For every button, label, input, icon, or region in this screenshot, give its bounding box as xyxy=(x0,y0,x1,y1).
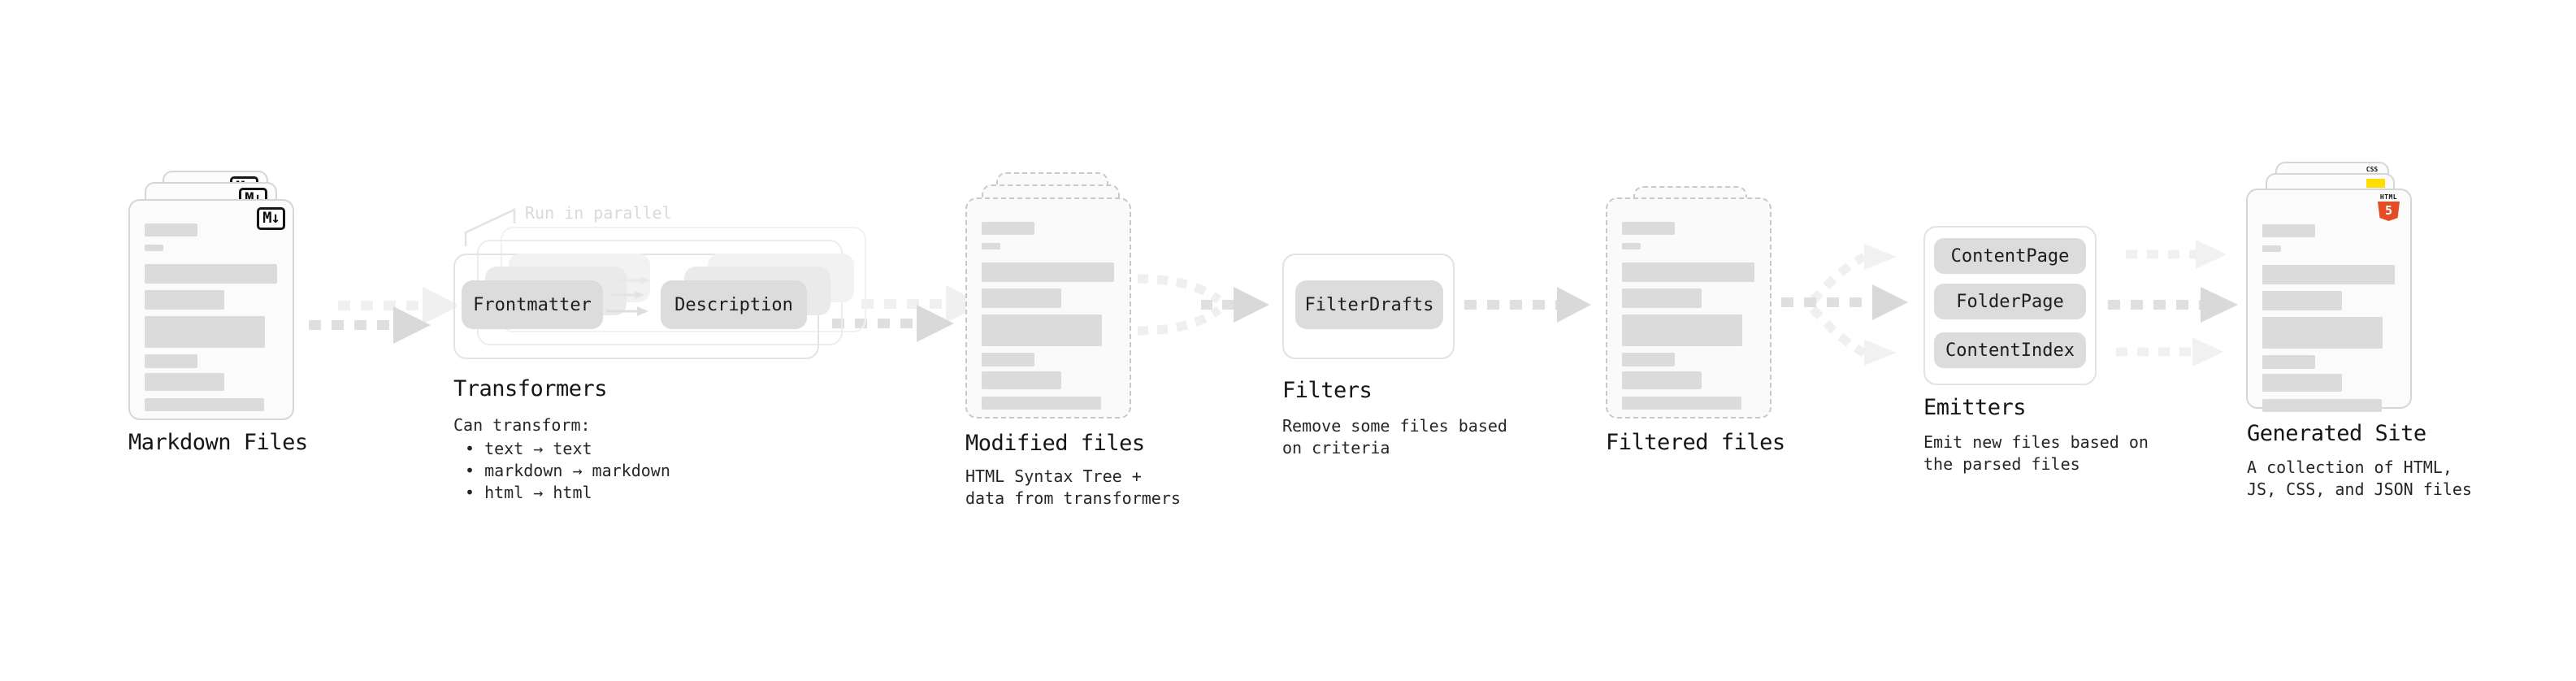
generated-site-caption-1: A collection of HTML, xyxy=(2247,458,2452,477)
arrow-merge-to-filters xyxy=(1137,274,1269,336)
text-placeholder-bars xyxy=(982,222,1114,410)
parallel-arrows-icon xyxy=(606,276,650,316)
text-placeholder-bars xyxy=(1622,222,1754,410)
description-pill: Description xyxy=(661,280,807,329)
modified-files-title: Modified files xyxy=(965,431,1145,456)
transformers-title: Transformers xyxy=(453,376,608,401)
transformers-bullet-2: • markdown → markdown xyxy=(465,461,670,480)
contentindex-pill: ContentIndex xyxy=(1934,332,2086,368)
transformers-bullet-1: • text → text xyxy=(465,439,592,458)
modified-files-caption-2: data from transformers xyxy=(965,488,1181,508)
text-placeholder-bars xyxy=(2262,224,2395,412)
arrow-split-to-emitters xyxy=(1781,244,1908,366)
filters-caption-1: Remove some files based xyxy=(1282,416,1507,436)
filters-caption-2: on criteria xyxy=(1282,438,1390,458)
site-doc: HTML 5 xyxy=(2246,189,2412,412)
markdown-files-title: Markdown Files xyxy=(128,430,308,455)
text-placeholder-bars xyxy=(145,223,277,411)
modified-files-caption-1: HTML Syntax Tree + xyxy=(965,466,1142,486)
folderpage-pill: FolderPage xyxy=(1934,284,2086,319)
markdown-icon: M↓ xyxy=(257,207,285,230)
emitters-caption-1: Emit new files based on xyxy=(1923,432,2149,452)
arrow-filters-to-filtered xyxy=(1464,287,1591,323)
markdown-doc: M↓ xyxy=(128,199,294,420)
emitters-title: Emitters xyxy=(1923,395,2027,420)
modified-doc xyxy=(965,197,1131,419)
callout-line xyxy=(464,208,516,246)
transformers-bullet-3: • html → html xyxy=(465,483,592,502)
filtered-doc xyxy=(1606,197,1772,419)
filterdrafts-pill: FilterDrafts xyxy=(1295,280,1443,329)
transformers-caption: Can transform: xyxy=(453,415,591,435)
arrow-emitters-to-site xyxy=(2108,240,2238,367)
run-in-parallel-note: Run in parallel xyxy=(525,203,672,223)
arrow-transformers-to-modified xyxy=(832,285,980,342)
arrow-markdown-to-transformers xyxy=(309,287,457,344)
frontmatter-pill: Frontmatter xyxy=(462,280,603,329)
filters-title: Filters xyxy=(1282,378,1373,403)
filtered-files-title: Filtered files xyxy=(1606,430,1785,455)
generated-site-caption-2: JS, CSS, and JSON files xyxy=(2247,479,2472,499)
js-badge xyxy=(2366,179,2385,188)
generated-site-title: Generated Site xyxy=(2247,421,2426,446)
contentpage-pill: ContentPage xyxy=(1934,238,2086,274)
emitters-caption-2: the parsed files xyxy=(1923,454,2080,474)
html5-icon: HTML 5 xyxy=(2378,194,2400,221)
